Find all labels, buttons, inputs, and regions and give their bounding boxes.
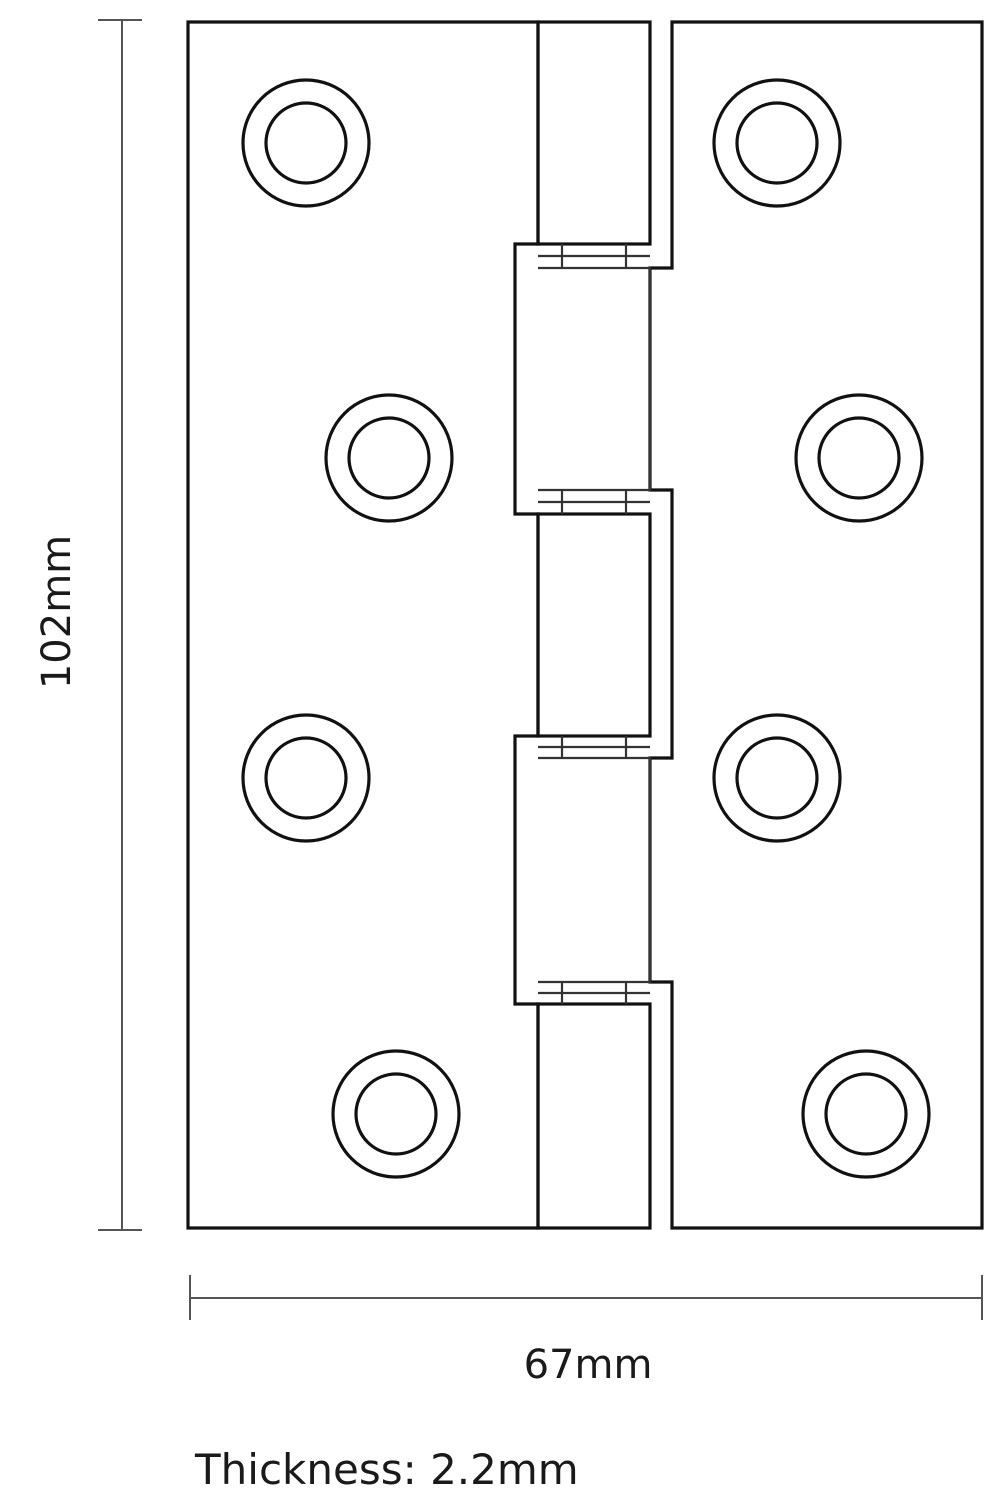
screw-hole-bore xyxy=(264,736,348,820)
screw-hole xyxy=(794,393,924,523)
left-knuckle-3 xyxy=(536,512,652,738)
screw-hole-countersink xyxy=(801,1049,931,1179)
screw-hole-bore xyxy=(735,101,819,185)
width-dimension: 67mm xyxy=(189,1275,983,1388)
screw-hole-bore xyxy=(347,416,431,500)
screw-hole-bore xyxy=(264,101,348,185)
left-knuckles xyxy=(536,20,652,1230)
left-knuckle-top xyxy=(536,20,652,246)
height-label: 102mm xyxy=(34,535,80,689)
left-screw-holes xyxy=(241,78,461,1179)
left-knuckle-2 xyxy=(538,266,652,492)
screw-hole-countersink xyxy=(241,713,371,843)
screw-hole-countersink xyxy=(331,1049,461,1179)
pin-joints xyxy=(538,244,650,1004)
screw-hole xyxy=(241,713,371,843)
screw-hole-countersink xyxy=(241,78,371,208)
width-label: 67mm xyxy=(524,1342,653,1388)
screw-hole-countersink xyxy=(324,393,454,523)
screw-hole-bore xyxy=(817,416,901,500)
thickness-note: Thickness: 2.2mm xyxy=(194,1445,579,1494)
screw-hole xyxy=(324,393,454,523)
left-knuckle-bottom xyxy=(536,1002,652,1230)
screw-hole xyxy=(331,1049,461,1179)
right-screw-holes xyxy=(712,78,931,1179)
screw-hole-countersink xyxy=(712,78,842,208)
height-dimension: 102mm xyxy=(34,19,142,1231)
screw-hole-bore xyxy=(735,736,819,820)
screw-hole-bore xyxy=(354,1072,438,1156)
screw-hole xyxy=(712,713,842,843)
screw-hole xyxy=(801,1049,931,1179)
left-knuckle-4 xyxy=(538,756,652,984)
screw-hole-bore xyxy=(824,1072,908,1156)
screw-hole-countersink xyxy=(712,713,842,843)
right-leaf xyxy=(648,20,984,1230)
screw-hole xyxy=(241,78,371,208)
left-leaf xyxy=(186,20,540,1230)
screw-hole-countersink xyxy=(794,393,924,523)
screw-hole xyxy=(712,78,842,208)
